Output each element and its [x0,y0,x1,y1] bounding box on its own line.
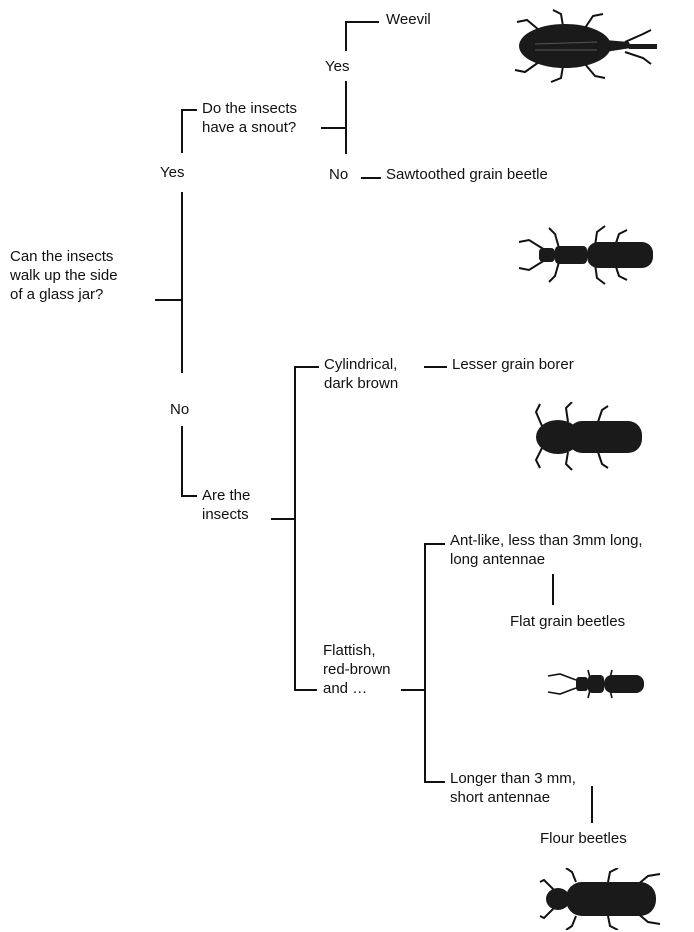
option-flattish: Flattish, red-brown and … [323,641,391,698]
sawtoothed-grain-beetle-icon [515,220,665,290]
weevil-icon [505,8,660,86]
question-are-the-insects: Are the insects [202,486,250,524]
result-flour-beetles: Flour beetles [540,829,627,848]
result-flat-grain-beetles: Flat grain beetles [510,612,625,631]
snout-yes-label: Yes [325,57,349,76]
result-weevil: Weevil [386,10,431,29]
flat-grain-beetle-icon [546,666,648,702]
branch-yes-label: Yes [160,163,184,182]
option-ant-like: Ant-like, less than 3mm long, long anten… [450,531,643,569]
flour-beetle-icon [536,868,666,930]
snout-no-label: No [329,165,348,184]
option-longer: Longer than 3 mm, short antennae [450,769,576,807]
question-snout: Do the insects have a snout? [202,99,297,137]
branch-no-label: No [170,400,189,419]
question-root: Can the insects walk up the side of a gl… [10,247,118,304]
result-lesser-grain-borer: Lesser grain borer [452,355,574,374]
option-cylindrical: Cylindrical, dark brown [324,355,398,393]
lesser-grain-borer-icon [528,402,648,472]
result-sawtoothed-grain-beetle: Sawtoothed grain beetle [386,165,548,184]
